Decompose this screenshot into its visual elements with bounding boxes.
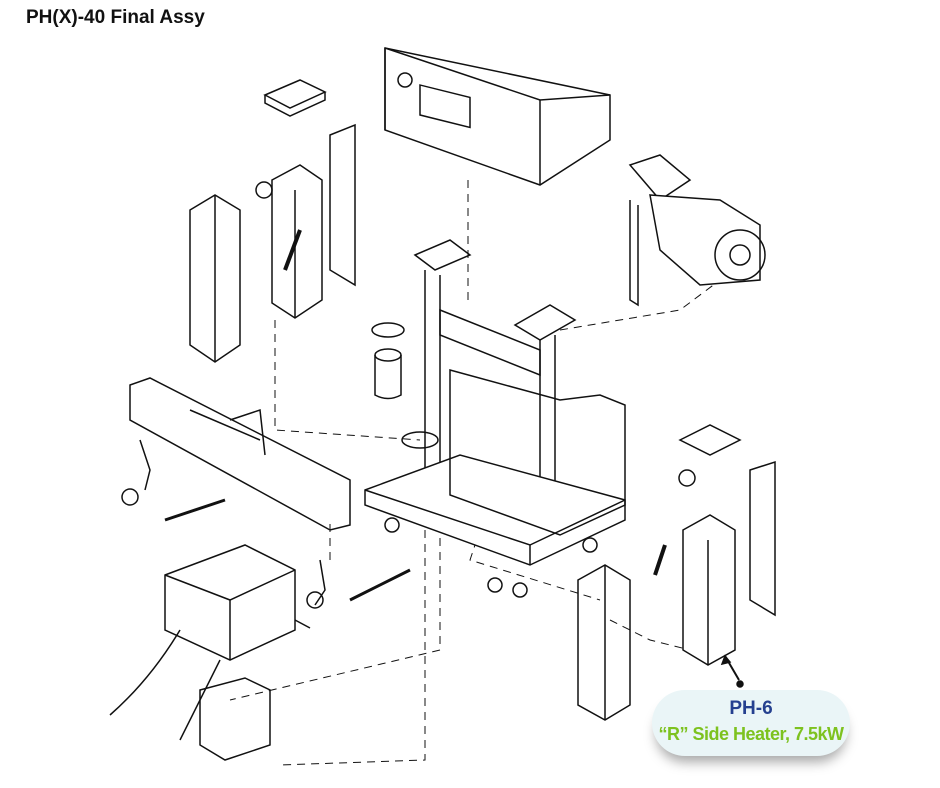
page-title: PH(X)-40 Final Assy [26, 7, 205, 28]
right-heater-ph6 [653, 469, 736, 666]
left-heater-shroud [189, 194, 241, 363]
right-bracket [749, 460, 776, 617]
part-description: “R” Side Heater, 7.5kW [658, 724, 844, 744]
control-box [384, 47, 611, 186]
left-bracket [329, 123, 356, 287]
assembly-lines [229, 180, 721, 766]
proportioner-pump-assembly [121, 377, 411, 609]
part-callout: PH-6 “R” Side Heater, 7.5kW [652, 690, 850, 756]
right-heater-shroud [577, 564, 631, 721]
canister [371, 322, 439, 449]
motor-pump [628, 154, 766, 307]
left-heater [255, 164, 323, 319]
right-cover-plate [678, 424, 742, 456]
transformer-box [109, 544, 311, 761]
callout-leader [720, 654, 744, 688]
part-code: PH-6 [729, 698, 773, 719]
main-frame [364, 239, 626, 598]
